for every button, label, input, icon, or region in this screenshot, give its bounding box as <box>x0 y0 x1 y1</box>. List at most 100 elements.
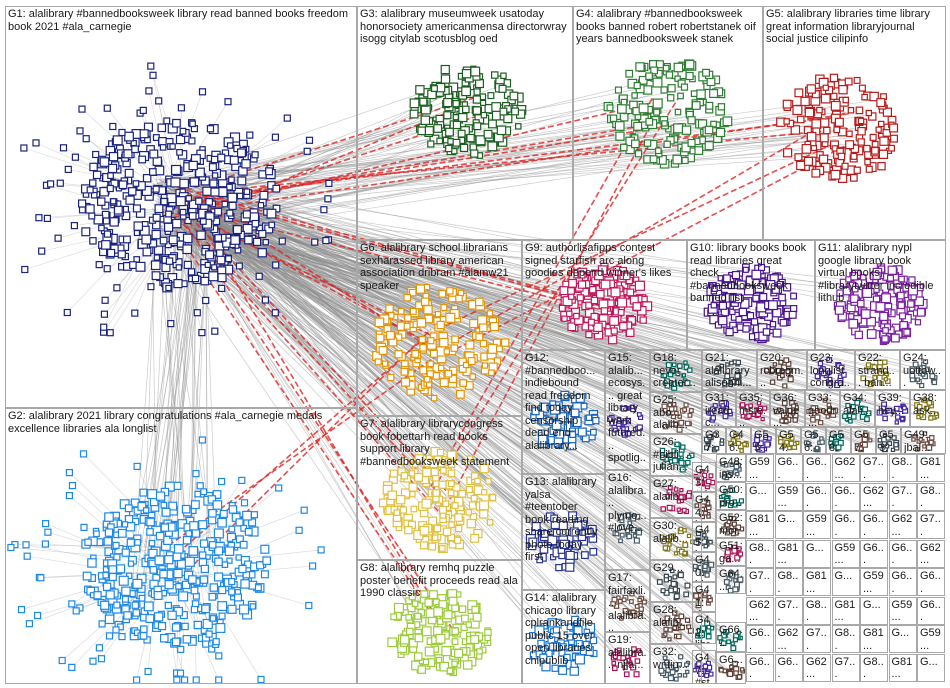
group-cell-g58: G58: alali... <box>826 427 851 454</box>
group-cell-g7x-44: G7... <box>803 625 831 653</box>
group-cell-g81-46: G81... <box>860 625 888 653</box>
group-cell-g48: G48: ins... <box>716 454 746 482</box>
group-cell-g81-54: G81... <box>889 654 917 682</box>
group-cell-g51: G51: ga... <box>716 538 746 566</box>
group-label-g59-48: G59... <box>920 627 942 652</box>
group-cell-g59-48: G59... <box>917 625 945 653</box>
group-cell-g60-17: G6... <box>832 511 860 539</box>
group-cell-g60-41: G6... <box>917 597 945 625</box>
group-cell-g22: G22: strand... ban... <box>855 350 900 390</box>
group-label-g55: G55: libr... <box>754 429 773 454</box>
group-label-g22: G22: strand... ban... <box>858 352 897 390</box>
group-label-g57: G57: alali... <box>854 429 873 454</box>
group-cell-g52: G52: mor... <box>716 510 746 538</box>
group-label-g7x-52: G7... <box>835 656 857 681</box>
group-label-g62-43: G62... <box>778 627 800 652</box>
group-label-g11: G11: alalibrary nypl google library book… <box>818 242 943 305</box>
group-cell-g61-26: G6... <box>889 540 917 568</box>
group-cell-g33: G33: goodr... <box>805 390 840 427</box>
group-label-g42: G42: libra... <box>695 614 713 644</box>
group-cell-g16: G16: alalibra... plymo... #love... <box>605 470 650 570</box>
group-label-g62-3: G62... <box>835 456 857 481</box>
group-cell-g60-1: G6... <box>775 454 803 482</box>
group-cell-g2: G2: alalibrary 2021 library congratulati… <box>5 408 357 684</box>
group-cell-g11: G11: alalibrary nypl google library book… <box>815 240 946 350</box>
group-label-gx-7: G... <box>749 485 771 498</box>
group-cell-g81-30: G81... <box>803 568 831 596</box>
group-cell-g7x-36: G7... <box>775 597 803 625</box>
group-label-g60-9: G6... <box>806 485 828 510</box>
group-label-g59-40: G59... <box>892 599 914 624</box>
group-label-g59-0: G59... <box>749 456 771 481</box>
group-cell-g37: G37: appl... <box>702 427 726 454</box>
group-cell-g17: G17: fairfaxli... alalibra... library... <box>605 570 650 632</box>
group-cell-g56: G56: cen... <box>801 427 826 454</box>
group-label-g8x-53: G8... <box>863 656 885 681</box>
group-cell-g62-19: G62... <box>889 511 917 539</box>
group-label-g66: G66... <box>719 624 743 649</box>
group-label-g51: G51: ga... <box>719 540 743 565</box>
group-cell-g35: G35: mste... <box>736 390 770 427</box>
group-label-gx-23: G... <box>806 542 828 555</box>
group-cell-g62-43: G62... <box>775 625 803 653</box>
group-label-g8x-5: G8... <box>892 456 914 481</box>
group-label-g5: G5: alalibrary libraries time library gr… <box>766 8 943 46</box>
group-cell-g19: G19: alalibra... njla... <box>605 632 650 684</box>
group-label-g53: G53: alali... <box>879 429 898 454</box>
group-label-g8x-37: G8... <box>806 599 828 624</box>
group-label-gx-15: G... <box>778 513 800 526</box>
group-label-g59-32: G59... <box>863 570 885 595</box>
group-cell-gx-7: G... <box>746 483 774 511</box>
group-label-g38: G38: ask... <box>913 392 943 417</box>
group-label-g62-35: G62... <box>749 599 771 624</box>
group-label-g46: G46: alali... <box>729 429 748 454</box>
group-label-g35: G35: mste... <box>739 392 767 427</box>
group-cell-g7x-4: G7... <box>860 454 888 482</box>
group-label-g60-17: G6... <box>835 513 857 538</box>
group-label-g81-30: G81... <box>806 570 828 595</box>
group-label-g62-11: G62... <box>863 485 885 510</box>
group-label-g6: G6: alalibrary school librarians sexhara… <box>360 242 519 292</box>
group-label-g10: G10: library books book read libraries g… <box>690 242 812 305</box>
group-cell-g59-24: G59... <box>832 540 860 568</box>
group-cell-g4: G4: alalibrary #bannedbooksweek books ba… <box>573 6 763 240</box>
group-cell-g10: G10: library books book read libraries g… <box>687 240 815 350</box>
group-cell-g8x-37: G8... <box>803 597 831 625</box>
group-cell-g61-10: G6... <box>832 483 860 511</box>
group-cell-g61-42: G6... <box>746 625 774 653</box>
group-label-g62-51: G62... <box>806 656 828 681</box>
group-cell-g49: G49: jbal... <box>901 427 946 454</box>
group-label-g60-49: G6... <box>749 656 771 681</box>
group-cell-g8x-5: G8... <box>889 454 917 482</box>
group-label-g8: G8: alalibrary remhq puzzle poster benef… <box>360 562 519 600</box>
group-label-g47: G47: #stu... <box>695 652 713 684</box>
group-cell-g81-6: G81... <box>917 454 945 482</box>
group-cell-g9: G9: authorlisafipps contest signed starf… <box>522 240 687 350</box>
group-cell-g59-8: G59... <box>775 483 803 511</box>
group-label-g7x-12: G7... <box>892 485 914 510</box>
group-label-g59-16: G59... <box>806 513 828 538</box>
group-label-g13: G13: alalibrary yalsa #teentober book re… <box>525 476 602 564</box>
group-label-g8x-21: G8... <box>749 542 771 567</box>
group-cell-g50: G50: pro... <box>716 482 746 510</box>
group-label-g41: G41: drgr... <box>695 584 713 612</box>
group-cell-g8x-21: G8... <box>746 540 774 568</box>
group-cell-g41: G41: drgr... <box>692 582 716 612</box>
group-label-g48: G48: ins... <box>719 456 743 481</box>
group-label-g25: G25: abo... alalib... <box>653 394 699 432</box>
group-cell-g8: G8: alalibrary remhq puzzle poster benef… <box>357 560 522 684</box>
group-label-g61-50: G6... <box>778 656 800 681</box>
group-label-g18: G18: never creator... alalib... julian..… <box>653 352 699 392</box>
group-label-g44: G44: boo... <box>695 494 713 522</box>
group-cell-g44: G44: boo... <box>692 492 716 522</box>
group-label-g61-42: G6... <box>749 627 771 652</box>
group-label-g7x-36: G7... <box>778 599 800 624</box>
group-cell-g66: G66... <box>716 622 746 652</box>
group-label-g61-26: G6... <box>892 542 914 567</box>
group-cell-g25: G25: abo... alalib... <box>650 392 702 434</box>
group-cell-g61-2: G6... <box>803 454 831 482</box>
group-cell-g64: G64... <box>716 566 746 594</box>
group-cell-g59-32: G59... <box>860 568 888 596</box>
group-cell-g8x-53: G8... <box>860 654 888 682</box>
group-cell-g59-40: G59... <box>889 597 917 625</box>
